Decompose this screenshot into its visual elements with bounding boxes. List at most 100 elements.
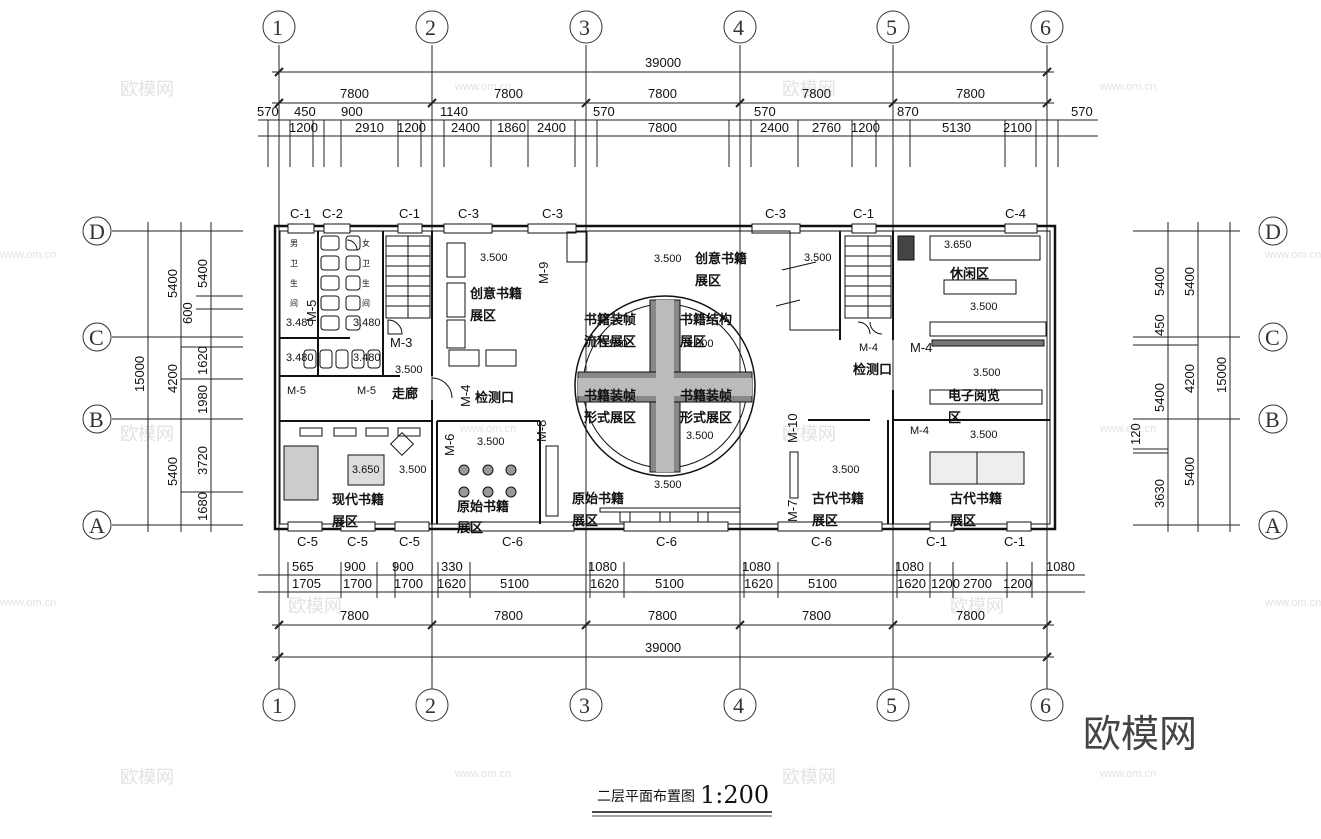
dim-segment: 570 — [257, 104, 279, 119]
room-structure: 展区 — [680, 335, 706, 350]
dim-bay: 7800 — [956, 608, 985, 623]
watermark-site: www.om.cn — [1264, 249, 1321, 261]
dim-segment: 5100 — [808, 576, 837, 591]
stairs-right — [844, 235, 892, 319]
room-modern: 现代书籍 — [332, 492, 384, 508]
door-label: M-9 — [536, 262, 551, 284]
top-dimension-lines — [258, 71, 1098, 137]
watermark-brand: 欧模网 — [782, 767, 836, 788]
axis-label-6: 6 — [1040, 15, 1051, 40]
dim-segment: 5400 — [1182, 457, 1197, 486]
dim-segment: 5400 — [1152, 383, 1167, 412]
watermark-site: www.om.cn — [0, 597, 56, 609]
wc-char: 间 — [362, 299, 370, 308]
room-rest: 休闲区 — [949, 266, 989, 282]
watermark-site: www.om.cn — [459, 423, 516, 435]
dim-segment: 1980 — [195, 385, 210, 414]
dim-bay: 7800 — [340, 608, 369, 623]
bottom-dimension-text: 565 900 900 330 1080 1080 1080 1080 1705… — [292, 559, 1075, 655]
drawing-title: 二层平面布置图 1:200 — [592, 781, 772, 817]
axis-label-C: C — [89, 325, 104, 350]
dim-segment: 1705 — [292, 576, 321, 591]
door-label: M-8 — [534, 420, 549, 442]
dim-segment: 2400 — [537, 120, 566, 135]
elevation-value: 3.500 — [654, 479, 682, 491]
window-label: C-3 — [765, 206, 786, 221]
axis-label-5: 5 — [886, 15, 897, 40]
dim-segment: 1620 — [195, 346, 210, 375]
room-ereading: 电子阅览 — [948, 388, 1000, 404]
room-modern: 展区 — [332, 515, 358, 530]
watermark-brand: 欧模网 — [120, 767, 174, 788]
axis-label-D: D — [1265, 219, 1281, 244]
room-creative-left: 展区 — [470, 309, 496, 324]
watermark-brand: 欧模网 — [782, 79, 836, 100]
dim-segment: 450 — [1152, 314, 1167, 336]
window-label: C-2 — [322, 206, 343, 221]
dim-segment: 900 — [344, 559, 366, 574]
top-windows — [287, 223, 1038, 234]
door-label: M-4 — [458, 385, 473, 407]
dim-bay: 7800 — [494, 608, 523, 623]
window-label: C-6 — [656, 534, 677, 549]
dim-segment: 5400 — [195, 259, 210, 288]
dim-segment: 2100 — [1003, 120, 1032, 135]
left-dimension-text: 15000 5400 600 4200 5400 5400 1620 1980 … — [132, 259, 210, 521]
toilet-fixtures — [303, 235, 381, 369]
dim-segment: 120 — [1128, 423, 1143, 445]
dim-segment: 1620 — [590, 576, 619, 591]
dim-segment: 1700 — [343, 576, 372, 591]
window-label: C-5 — [399, 534, 420, 549]
elevation-value: 3.500 — [973, 367, 1001, 379]
room-binding-form-left: 书籍装帧 — [584, 388, 636, 404]
dim-segment: 5400 — [165, 457, 180, 486]
room-binding-process: 流程展区 — [584, 334, 636, 350]
rest-area-furniture — [789, 235, 1047, 499]
room-primitive-left: 展区 — [457, 521, 483, 536]
axis-label-4: 4 — [733, 15, 744, 40]
wc-char: 生 — [290, 278, 298, 288]
axis-label-2: 2 — [425, 15, 436, 40]
watermark-site: www.om.cn — [454, 768, 511, 780]
watermark-site: www.om.cn — [1099, 81, 1156, 93]
door-label: M-3 — [390, 335, 412, 350]
room-primitive-left: 原始书籍 — [457, 499, 509, 515]
dim-segment: 1200 — [397, 120, 426, 135]
elevation-value: 3.500 — [600, 338, 628, 350]
pedestals — [458, 464, 517, 498]
door-label: M-5 — [304, 300, 319, 322]
dim-bay: 7800 — [802, 608, 831, 623]
axis-label-4: 4 — [733, 693, 744, 718]
dim-segment: 1200 — [851, 120, 880, 135]
dim-segment: 900 — [392, 559, 414, 574]
door-label: M-4 — [859, 342, 878, 354]
dim-segment: 570 — [593, 104, 615, 119]
elevation-value: 3.500 — [477, 436, 505, 448]
axis-label-3: 3 — [579, 15, 590, 40]
dim-segment: 1620 — [744, 576, 773, 591]
door-label: M-5 — [357, 385, 376, 397]
room-binding-form-left: 形式展区 — [584, 410, 636, 426]
dim-bay: 7800 — [802, 86, 831, 101]
axis-label-A: A — [1265, 513, 1281, 538]
room-ancient-mid: 古代书籍 — [812, 491, 864, 507]
dim-segment: 900 — [341, 104, 363, 119]
dim-segment: 1200 — [289, 120, 318, 135]
room-structure: 书籍结构 — [680, 312, 732, 328]
room-binding-process: 书籍装帧 — [584, 312, 636, 328]
dim-segment: 2700 — [963, 576, 992, 591]
axis-label-1: 1 — [272, 693, 283, 718]
room-creative-top: 展区 — [695, 274, 721, 289]
dim-segment: 1200 — [931, 576, 960, 591]
top-dimension-ticks — [274, 67, 1052, 108]
room-primitive-mid: 展区 — [572, 514, 598, 529]
window-label: C-1 — [853, 206, 874, 221]
elevation-value: 3.500 — [686, 338, 714, 350]
display-cases-left — [446, 231, 588, 367]
dim-segment: 1700 — [394, 576, 423, 591]
dim-segment: 1140 — [440, 104, 468, 119]
dim-segment: 565 — [292, 559, 314, 574]
drawing-title-scale: 1:200 — [700, 781, 769, 809]
door-label: M-10 — [785, 413, 800, 443]
